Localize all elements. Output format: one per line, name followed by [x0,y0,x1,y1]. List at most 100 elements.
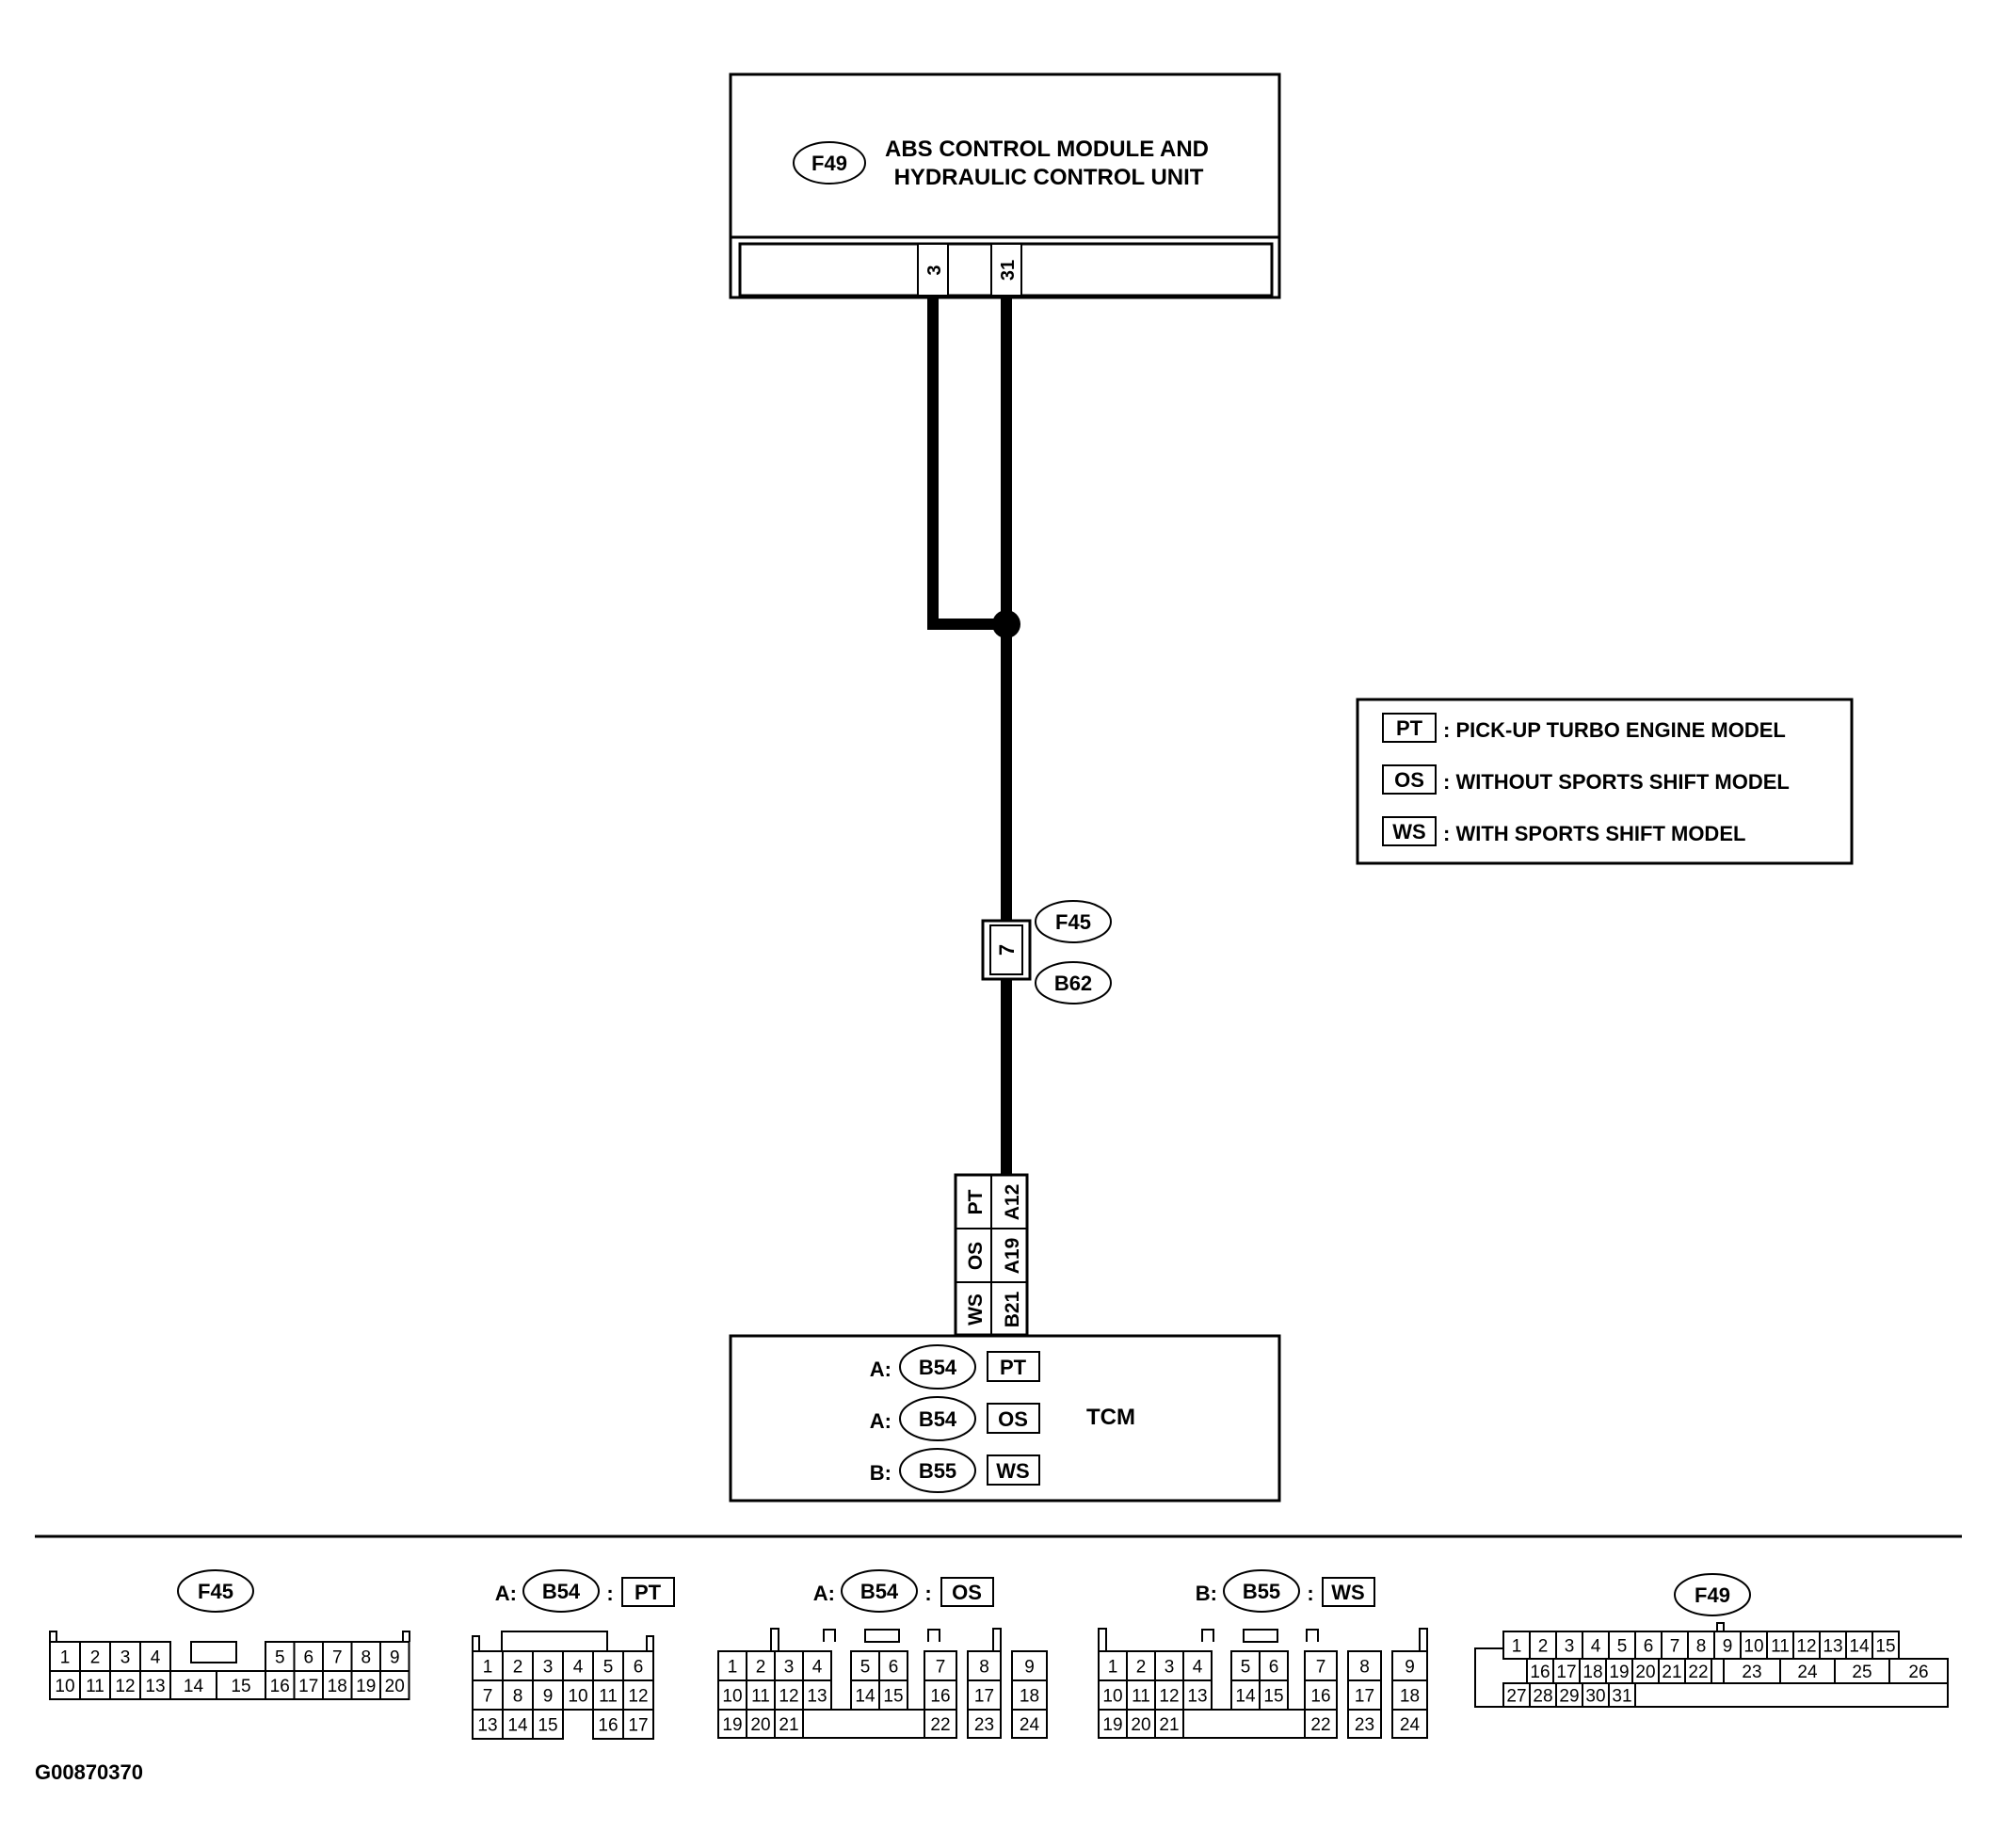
f49-r1-pin: 12 [1796,1637,1816,1657]
b54os-r2-pin: 12 [779,1687,798,1707]
legend: PT : PICK-UP TURBO ENGINE MODEL OS : WIT… [1356,698,1854,865]
b55-r2-pin: 10 [1102,1687,1122,1707]
f45-r1-pin: 9 [390,1648,400,1668]
tcm-pin-tag-pt: PT [965,1189,987,1214]
view-b55-prefix: B: [1196,1582,1217,1605]
b54pt-r2-pin: 8 [513,1687,523,1707]
b54pt-r3-pin: 14 [507,1716,528,1736]
f45-r2-pin: 16 [270,1677,290,1696]
b54pt-r3-pin: 13 [477,1716,497,1736]
b55-r1-cell [1391,1650,1428,1681]
b54os-r1-pin: 7 [936,1658,946,1678]
f45-r1-pin: 2 [90,1648,101,1668]
f45-r2-pin: 18 [328,1677,347,1696]
b54os-r2-cell [924,1679,957,1711]
f45-r2-cell [265,1670,296,1700]
f49-r1-pin: 10 [1743,1637,1763,1657]
tcm-row3-connector: B55 [919,1459,956,1483]
f45-r2-cell [350,1670,381,1700]
b54pt-r3-cell [472,1709,504,1740]
b54os-r1-cell [746,1650,776,1681]
b55-r3-cell [1304,1709,1338,1739]
b55-r2-pin: 16 [1310,1687,1330,1707]
f45-r2-pin: 11 [86,1677,104,1696]
b55-r3-pin: 21 [1159,1715,1179,1735]
f49-r1-pin: 3 [1565,1637,1575,1657]
figure-id: G00870370 [35,1760,143,1784]
f45-r2-pin: 15 [231,1677,250,1696]
connector-view-headers: F45 A: B54 : PT A: B54 : OS B: B55 : WS … [177,1569,1751,1616]
view-b54os-tag: OS [952,1581,982,1604]
f49-r2-pin: 26 [1908,1663,1928,1682]
b54os-r1-cell [774,1650,804,1681]
tcm-pin-a19: A19 [1002,1238,1023,1275]
f49-r3-pin: 27 [1506,1687,1526,1707]
b54os-r2-cell [746,1679,776,1711]
b55-r3-pin: 19 [1102,1715,1122,1735]
f49-r2-pin: 22 [1688,1663,1708,1682]
abs-control-module: F49 ABS CONTROL MODULE AND HYDRAULIC CON… [729,72,1281,299]
f45-r1-pin: 3 [120,1648,131,1668]
f49-r1-pin: 9 [1723,1637,1733,1657]
tcm-row2-prefix: A: [870,1409,892,1433]
f49-r1-cell [1634,1631,1663,1660]
view-b55-name: B55 [1243,1580,1280,1603]
abs-pin-3: 3 [924,265,945,275]
b55-r2-cell [1391,1679,1428,1711]
view-f45-name: F45 [198,1580,233,1603]
splice-point [992,610,1020,638]
f45-r1-pin: 4 [151,1648,161,1668]
b55-r1-cell [1347,1650,1382,1681]
tcm-pin-tag-ws: WS [965,1294,987,1326]
f49-r2-pin: 25 [1852,1663,1872,1682]
b55-r1-pin: 2 [1136,1658,1147,1678]
b54pt-r2-pin: 9 [543,1687,554,1707]
b55-r1-pin: 4 [1193,1658,1203,1678]
b55-r1-pin: 8 [1359,1658,1370,1678]
f45-r1-pin: 8 [361,1648,371,1668]
tcm-pin-b21: B21 [1002,1291,1023,1327]
b54os-r3-pin: 23 [974,1715,994,1735]
b54pt-r2-pin: 7 [483,1687,493,1707]
b55-r3-cell [1126,1709,1156,1739]
b54os-r1-cell [967,1650,1002,1681]
abs-pin-3-box [917,243,949,297]
f49-r2-pin: 23 [1742,1663,1761,1682]
f49-r3-pin: 30 [1585,1687,1605,1707]
b54os-r1-pin: 1 [728,1658,738,1678]
f49-r1-pin: 1 [1512,1637,1522,1657]
b54pt-r1-pin: 4 [573,1658,584,1678]
b54os-r2-pin: 16 [930,1687,950,1707]
legend-tag-os: OS [1394,768,1424,792]
b54os-r2-cell [1011,1679,1048,1711]
b55-r1-pin: 7 [1316,1658,1326,1678]
f49-r3-pin: 29 [1559,1687,1579,1707]
b54pt-r3-cell [622,1709,654,1740]
view-b54pt-colon: : [606,1582,613,1605]
b54pt-r2-cell [622,1679,654,1711]
b55-r2-cell [1304,1679,1338,1711]
b54os-r3-cell [967,1709,1002,1739]
b55-r2-pin: 14 [1235,1687,1256,1707]
f45-r2-cell [79,1670,111,1700]
abs-pin-31: 31 [998,260,1019,281]
f49-r1-pin: 6 [1644,1637,1654,1657]
b55-r3-pin: 22 [1310,1715,1330,1735]
view-b55-colon: : [1307,1582,1313,1605]
b55-r3-pin: 20 [1131,1715,1150,1735]
b54os-r3-pin: 22 [930,1715,950,1735]
b54pt-r1-pin: 6 [634,1658,644,1678]
f49-r1-pin: 11 [1771,1637,1790,1657]
b54os-r2-cell [878,1679,908,1711]
b54pt-r2-cell [562,1679,594,1711]
f49-r1-pin: 2 [1538,1637,1549,1657]
gap-cell [802,1709,925,1739]
f49-r3-pin: 31 [1612,1687,1631,1707]
f49-r3-cell [1555,1682,1583,1708]
f45-r1-cell [79,1641,111,1672]
f45-r2-cell [109,1670,141,1700]
f45-r1-pin: 6 [303,1648,313,1668]
f49-r1-pin: 8 [1696,1637,1707,1657]
b54os-r1-pin: 4 [812,1658,823,1678]
